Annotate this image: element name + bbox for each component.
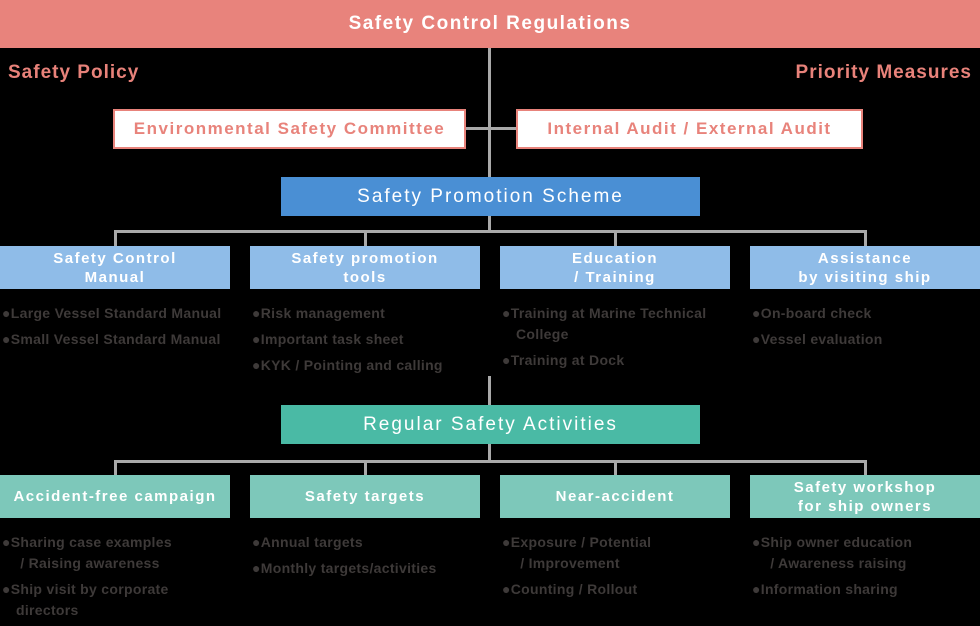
connector-row2-horizontal: [114, 460, 867, 463]
section-label-safety-policy: Safety Policy: [8, 62, 140, 83]
safety-workshop-list: ●Ship owner education / Awareness raisin…: [752, 532, 980, 605]
connector-row2-stub-2: [364, 460, 367, 476]
safety-control-manual-list: ●Large Vessel Standard Manual ●Small Vess…: [2, 303, 248, 355]
regular-safety-activities-box: Regular Safety Activities: [281, 405, 700, 444]
list-item: ●Information sharing: [752, 581, 898, 597]
connector-row1-stub-3: [614, 230, 617, 247]
list-item: ●Counting / Rollout: [502, 581, 638, 597]
safety-targets-box: Safety targets: [250, 475, 480, 518]
internal-external-audit-box: Internal Audit / External Audit: [516, 109, 863, 149]
assistance-visiting-ship-list: ●On-board check ●Vessel evaluation: [752, 303, 980, 355]
education-training-box: Education / Training: [500, 246, 730, 289]
accident-free-campaign-list: ●Sharing case examples / Raising awarene…: [2, 532, 248, 626]
list-item: ●Sharing case examples / Raising awarene…: [2, 534, 172, 571]
connector-row1-horizontal: [114, 230, 867, 233]
list-item: ●Risk management: [252, 305, 386, 321]
connector-vertical-below-green: [488, 444, 491, 461]
near-accident-list: ●Exposure / Potential / Improvement ●Coun…: [502, 532, 748, 605]
list-item: ●Vessel evaluation: [752, 331, 883, 347]
list-item: ●Annual targets: [252, 534, 363, 550]
list-item: ●KYK / Pointing and calling: [252, 357, 443, 373]
safety-promotion-scheme-box: Safety Promotion Scheme: [281, 177, 700, 216]
list-item: ●Large Vessel Standard Manual: [2, 305, 222, 321]
assistance-visiting-ship-box: Assistance by visiting ship: [750, 246, 980, 289]
connector-row1-stub-4: [864, 230, 867, 247]
list-item: ●Ship visit by corporate directors: [2, 581, 169, 618]
list-item: ●Important task sheet: [252, 331, 404, 347]
safety-control-manual-box: Safety Control Manual: [0, 246, 230, 289]
near-accident-box: Near-accident: [500, 475, 730, 518]
connector-committee-horizontal: [466, 127, 516, 130]
education-training-list: ●Training at Marine Technical College ●Tr…: [502, 303, 748, 376]
list-item: ●Monthly targets/activities: [252, 560, 437, 576]
list-item: ●Training at Marine Technical College: [502, 305, 707, 342]
safety-targets-list: ●Annual targets ●Monthly targets/activiti…: [252, 532, 498, 584]
safety-promotion-tools-box: Safety promotion tools: [250, 246, 480, 289]
safety-workshop-box: Safety workshop for ship owners: [750, 475, 980, 518]
connector-row1-stub-2: [364, 230, 367, 247]
environmental-safety-committee-box: Environmental Safety Committee: [113, 109, 466, 149]
connector-row1-stub-1: [114, 230, 117, 247]
section-label-priority-measures: Priority Measures: [795, 62, 972, 83]
list-item: ●On-board check: [752, 305, 872, 321]
accident-free-campaign-box: Accident-free campaign: [0, 475, 230, 518]
list-item: ●Small Vessel Standard Manual: [2, 331, 221, 347]
list-item: ●Ship owner education / Awareness raisin…: [752, 534, 913, 571]
list-item: ●Training at Dock: [502, 352, 625, 368]
connector-vertical-center-mid: [488, 376, 491, 406]
safety-promotion-tools-list: ●Risk management ●Important task sheet ●KY…: [252, 303, 498, 381]
connector-row2-stub-3: [614, 460, 617, 476]
list-item: ●Exposure / Potential / Improvement: [502, 534, 652, 571]
connector-row2-stub-4: [864, 460, 867, 476]
connector-vertical-center-top: [488, 48, 491, 232]
banner-title: Safety Control Regulations: [0, 0, 980, 48]
connector-row2-stub-1: [114, 460, 117, 476]
